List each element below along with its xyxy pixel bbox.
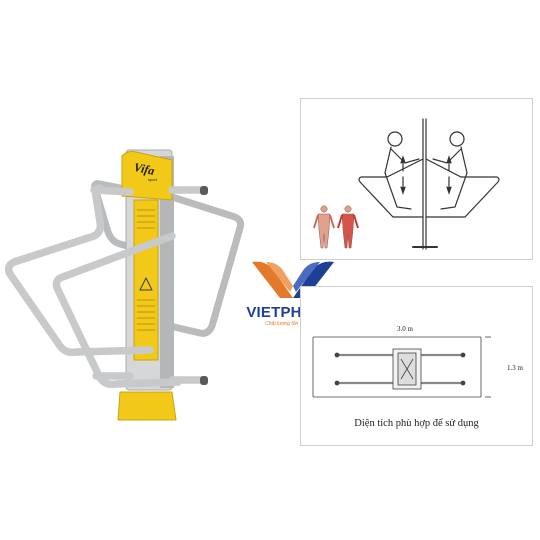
handle-cap-1 <box>200 186 208 195</box>
front-bar-right <box>52 186 208 389</box>
post-side <box>160 156 174 388</box>
usage-panel <box>300 98 533 260</box>
front-bar-handles <box>92 372 208 384</box>
layout-panel: 3.0 m 1.3 m <box>300 286 533 446</box>
info-panel <box>133 199 159 361</box>
usage-illustration <box>358 118 500 250</box>
post-logo-sub: sport <box>148 177 158 182</box>
layout-caption: Diện tích phù hợp để sử dụng <box>354 418 479 429</box>
back-bar-right <box>146 186 245 337</box>
depth-label: 1.3 m <box>507 364 523 372</box>
front-bar-left <box>4 184 154 357</box>
warning-icon <box>139 277 153 291</box>
muscle-diagram <box>313 205 359 249</box>
product-image: Vifa sport <box>4 149 245 421</box>
width-label: 3.0 m <box>397 325 413 333</box>
post-base-yellow <box>117 391 177 421</box>
footprint-diagram <box>312 336 491 398</box>
handle-cap-2 <box>200 376 208 385</box>
post-logo: Vifa <box>133 160 156 178</box>
